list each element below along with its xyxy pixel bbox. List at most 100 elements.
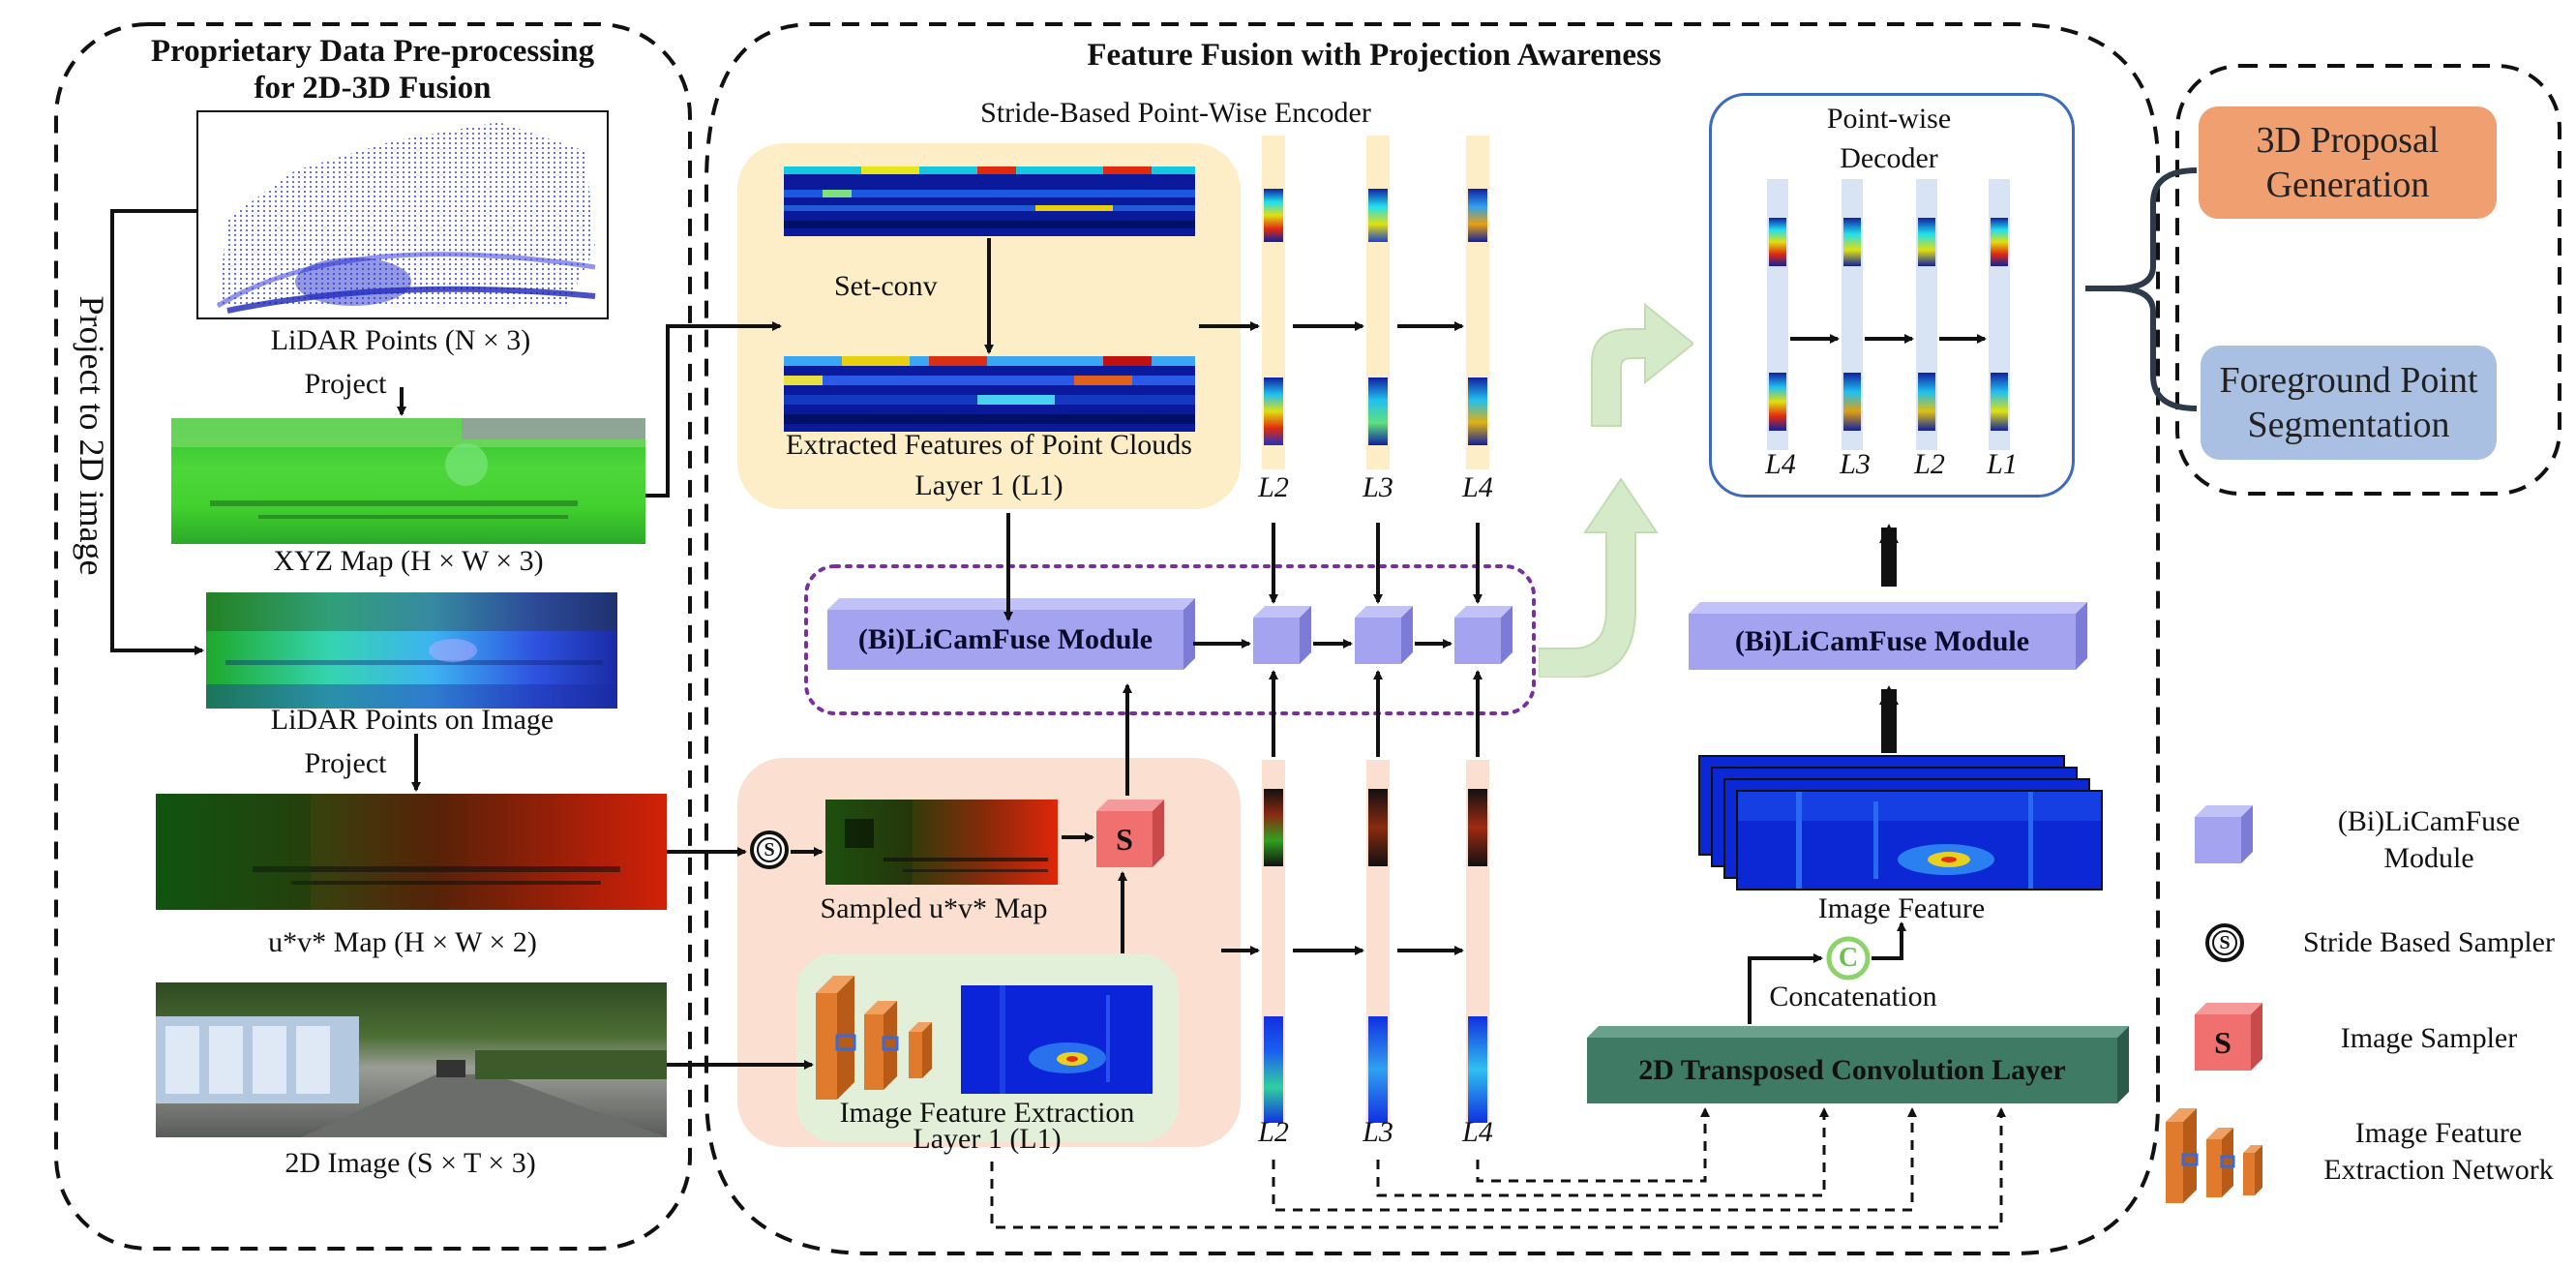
sampled-uv-label: Sampled u*v* Map [820, 892, 1048, 924]
lidar-on-image [206, 592, 617, 709]
extracted-label-1: Extracted Features of Point Clouds [786, 429, 1192, 461]
project-label-1: Project [304, 368, 387, 400]
green-flow-arrow [1539, 302, 1693, 678]
concatenation-label: Concatenation [1769, 981, 1937, 1012]
middle-panel-title: Feature Fusion with Projection Awareness [1087, 38, 1662, 73]
decoder-strip-l3 [1842, 179, 1863, 450]
arrow-project-to-2d [110, 209, 204, 655]
arrow-conv-to-concat [1748, 953, 1823, 1024]
stride-sampler-symbol [750, 830, 789, 869]
legend-extraction-label: Image Feature Extraction Network [2303, 1115, 2574, 1189]
arrow-concat-to-feature [1872, 921, 1906, 960]
decoder-strip-l1 [1989, 179, 2010, 450]
arrow-xyz-to-encoder [645, 321, 782, 498]
image-sampler-letter: S [1116, 822, 1133, 857]
image-strip-l4 [1466, 760, 1489, 1123]
segmentation-line-2: Segmentation [2247, 405, 2450, 445]
xyz-map-image [171, 418, 645, 544]
lidar-points-label: LiDAR Points (N × 3) [270, 324, 531, 356]
fuse-cube-3 [1454, 606, 1513, 664]
dashed-l2-to-conv [1272, 1107, 1917, 1212]
image-feature-label: Image Feature [1817, 892, 1986, 924]
legend-stride-letter: S [2219, 932, 2231, 953]
legend-extraction-line-1: Image Feature [2354, 1117, 2523, 1149]
legend-image-sampler-label: Image Sampler [2340, 1022, 2518, 1054]
output-brace [2085, 167, 2198, 411]
left-panel-title: Proprietary Data Pre-processing for 2D-3… [111, 33, 634, 106]
segmentation-box: Foreground Point Segmentation [2201, 346, 2497, 460]
extracted-label-2-text: Layer 1 (L1) [914, 469, 1063, 501]
extracted-label-2: Layer 1 (L1) [914, 469, 1063, 502]
decoder-l3-label: L3 [1840, 448, 1871, 480]
decoder-l1-label: L1 [1987, 448, 2018, 480]
encoder-strip-l2 [1262, 136, 1285, 469]
bottom-l3-label: L3 [1363, 1116, 1393, 1148]
sampled-uv-map [825, 800, 1058, 885]
img-feat-label-1: Image Feature Extraction [839, 1097, 1135, 1129]
legend-fuse-line-1: (Bi)LiCamFuse [2337, 805, 2521, 837]
fuse-cube-2 [1355, 606, 1413, 664]
xyz-map-label: XYZ Map (H × W × 3) [273, 545, 544, 577]
concat-letter: C [1838, 943, 1859, 973]
concat-symbol [1826, 936, 1871, 981]
encoder-strip-l3 [1366, 136, 1390, 469]
middle-panel-border [704, 22, 2160, 1255]
decoder-title-2: Decoder [1840, 142, 1938, 174]
proposal-line-1: 3D Proposal [2256, 120, 2440, 161]
bottom-l4-label: L4 [1462, 1116, 1493, 1148]
dashed-l4-to-conv [1476, 1107, 1710, 1183]
uv-map-image [156, 794, 667, 910]
image-feature-map-large [1736, 790, 2103, 891]
image-strip-l3 [1366, 760, 1390, 1123]
proposal-line-2: Generation [2265, 165, 2430, 205]
extraction-network-icon [816, 976, 932, 1100]
stride-sampler-letter: S [764, 839, 775, 860]
fuse-cube-1 [1253, 606, 1311, 664]
set-conv-label: Set-conv [834, 270, 938, 302]
lidar-on-image-label: LiDAR Points on Image [270, 704, 554, 736]
encoder-feature-top [784, 166, 1195, 236]
legend-stride-symbol [2205, 923, 2244, 962]
segmentation-line-1: Foreground Point [2219, 360, 2478, 401]
uv-map-label: u*v* Map (H × W × 2) [268, 926, 537, 958]
decoder-l4-label: L4 [1765, 448, 1796, 480]
left-title-line1: Proprietary Data Pre-processing [150, 34, 595, 69]
legend-stride-label: Stride Based Sampler [2303, 926, 2555, 958]
encoder-title: Stride-Based Point-Wise Encoder [980, 97, 1371, 129]
legend-extraction-line-2: Extraction Network [2323, 1154, 2554, 1186]
top-l4-label: L4 [1462, 471, 1493, 503]
image-feature-map-small [961, 985, 1153, 1094]
image-sampler-cube [1096, 800, 1164, 867]
bottom-l2-label: L2 [1258, 1116, 1289, 1148]
decoder-strip-l4 [1767, 179, 1788, 450]
legend-extraction-network-icon [2166, 1108, 2262, 1203]
dashed-l3-to-conv [1376, 1107, 1829, 1197]
encoder-feature-bottom [784, 356, 1195, 432]
proposal-box: 3D Proposal Generation [2199, 106, 2497, 219]
decoder-title-1: Point-wise [1826, 103, 1952, 135]
transposed-conv-label: 2D Transposed Convolution Layer [1638, 1054, 2066, 1086]
lidar-points-image [196, 110, 609, 319]
fuse-module-right-shape [1689, 602, 2087, 670]
top-l2-label: L2 [1258, 471, 1289, 503]
legend-fuse-cube [2195, 805, 2253, 863]
camera-image [156, 982, 667, 1137]
camera-image-label: 2D Image (S × T × 3) [285, 1147, 536, 1179]
legend-image-sampler-cube [2195, 1003, 2262, 1071]
fuse-module-middle: (Bi)LiCamFuse Module [857, 623, 1153, 655]
image-strip-l2 [1262, 760, 1285, 1123]
transposed-conv-shape [1587, 1026, 2129, 1103]
left-panel-border [54, 22, 692, 1251]
legend-fuse-line-2: Module [2383, 842, 2474, 874]
fusion-dotted-box [804, 564, 1536, 715]
project-label-2: Project [304, 747, 387, 779]
decoder-strip-l2 [1916, 179, 1937, 450]
legend-image-sampler-letter: S [2214, 1025, 2232, 1060]
fuse-module-right: (Bi)LiCamFuse Module [1734, 625, 2030, 657]
dashed-l1-to-conv [990, 1107, 2006, 1229]
img-feat-label-2: Layer 1 (L1) [913, 1123, 1062, 1155]
right-panel-border [2175, 64, 2561, 496]
legend-fuse-label: (Bi)LiCamFuse Module [2303, 803, 2555, 877]
